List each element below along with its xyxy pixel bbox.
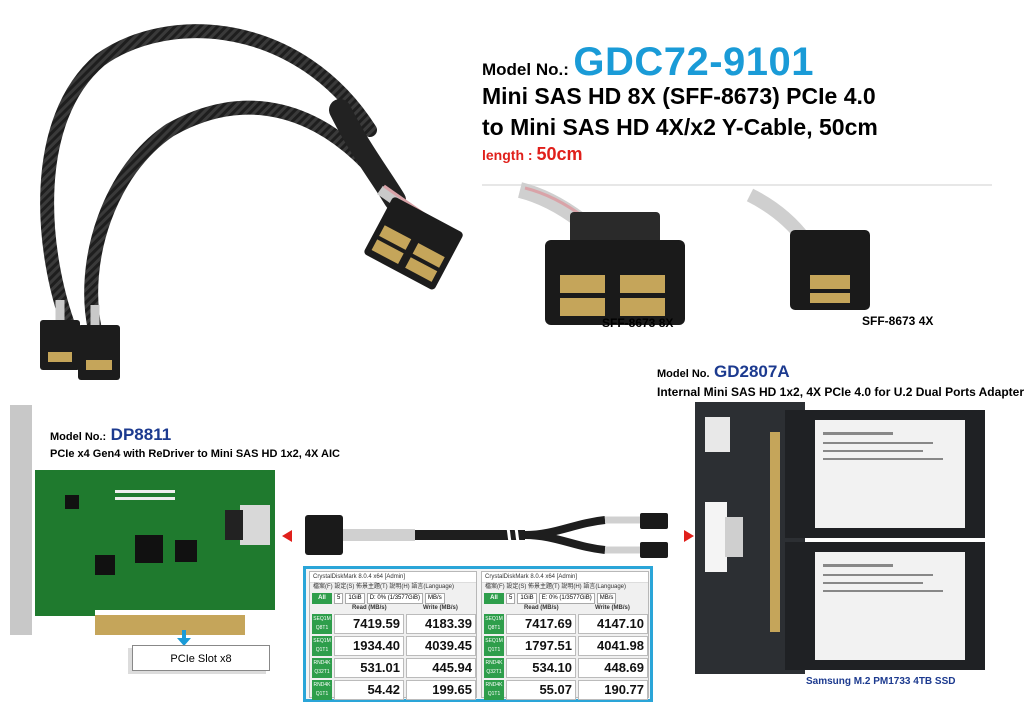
model-prefix: Model No.: [482, 60, 569, 79]
cdm-menu[interactable]: 檔案(F) 設定(S) 佈景主題(T) 說明(H) 語言(Language) [313, 584, 455, 590]
y-cable-photo [40, 24, 463, 380]
drive-select[interactable]: D: 0% (1/3577GiB) [366, 593, 424, 604]
write-value: 448.69 [578, 658, 648, 678]
write-value: 190.77 [578, 680, 648, 700]
write-value: 4183.39 [406, 614, 476, 634]
runs-select[interactable]: 5 [334, 593, 344, 604]
card-description: PCIe x4 Gen4 with ReDriver to Mini SAS H… [50, 448, 340, 460]
connector-8x-photo [517, 182, 685, 325]
read-value: 1797.51 [506, 636, 576, 656]
adapter-model-number: GD2807A [714, 362, 790, 381]
drive-select[interactable]: E: 0% (1/3577GiB) [538, 593, 595, 604]
right-arrow-icon [684, 530, 694, 542]
card-model-line: Model No.: DP8811 [50, 425, 171, 445]
read-header: Read (MB/s) [523, 605, 559, 611]
read-value: 534.10 [506, 658, 576, 678]
adapter-description: Internal Mini SAS HD 1x2, 4X PCIe 4.0 fo… [657, 385, 1024, 399]
read-value: 7419.59 [334, 614, 404, 634]
write-value: 4039.45 [406, 636, 476, 656]
cdm-window-2: CrystalDiskMark 8.0.4 x64 [Admin] 檔案(F) … [481, 571, 649, 700]
write-value: 4041.98 [578, 636, 648, 656]
unit-select[interactable]: MB/s [596, 593, 617, 604]
read-value: 55.07 [506, 680, 576, 700]
read-header: Read (MB/s) [351, 605, 387, 611]
read-value: 531.01 [334, 658, 404, 678]
write-header: Write (MB/s) [422, 605, 458, 611]
cdm-title: CrystalDiskMark 8.0.4 x64 [Admin] [482, 572, 648, 583]
model-number-line: Model No.: GDC72-9101 [482, 40, 814, 85]
length-value: 50cm [536, 144, 583, 164]
all-button[interactable]: All [312, 593, 332, 604]
unit-select[interactable]: MB/s [425, 593, 445, 604]
length-spec: length : 50cm [482, 144, 582, 165]
header-divider [482, 184, 992, 186]
length-label: length : [482, 147, 533, 163]
read-value: 1934.40 [334, 636, 404, 656]
write-value: 445.94 [406, 658, 476, 678]
cdm-window-1: CrystalDiskMark 8.0.4 x64 [Admin] 檔案(F) … [309, 571, 477, 700]
card-model-prefix: Model No.: [50, 431, 107, 443]
pcie-slot-label: PCIe Slot x8 [132, 645, 270, 671]
runs-select[interactable]: 5 [506, 593, 516, 604]
connector-8x-label: SFF-8673 8X [602, 316, 674, 330]
left-arrow-icon [282, 530, 292, 542]
middle-cable-photo [305, 513, 668, 558]
adapter-model-prefix: Model No. [657, 368, 710, 380]
size-select[interactable]: 1GiB [345, 593, 365, 604]
product-title-line1: Mini SAS HD 8X (SFF-8673) PCIe 4.0 [482, 83, 876, 109]
cdm-title: CrystalDiskMark 8.0.4 x64 [Admin] [310, 572, 476, 583]
product-title-line2: to Mini SAS HD 4X/x2 Y-Cable, 50cm [482, 114, 878, 140]
cdm-menu[interactable]: 檔案(F) 設定(S) 佈景主題(T) 說明(H) 語言(Language) [485, 584, 627, 590]
ssd-caption: Samsung M.2 PM1733 4TB SSD [806, 676, 956, 687]
adapter-model-line: Model No. GD2807A [657, 362, 790, 382]
all-button[interactable]: All [484, 593, 504, 604]
connector-4x-photo [746, 188, 870, 310]
benchmark-panel: CrystalDiskMark 8.0.4 x64 [Admin] 檔案(F) … [303, 566, 653, 702]
down-arrow-icon [177, 630, 191, 646]
model-number: GDC72-9101 [573, 40, 815, 84]
read-value: 54.42 [334, 680, 404, 700]
card-model-number: DP8811 [110, 425, 172, 444]
write-header: Write (MB/s) [594, 605, 630, 611]
adapter-ssd-photo [695, 402, 985, 674]
write-value: 199.65 [406, 680, 476, 700]
size-select[interactable]: 1GiB [517, 593, 537, 604]
connector-4x-label: SFF-8673 4X [862, 314, 934, 328]
read-value: 7417.69 [506, 614, 576, 634]
write-value: 4147.10 [578, 614, 648, 634]
aic-card-photo [10, 405, 275, 635]
